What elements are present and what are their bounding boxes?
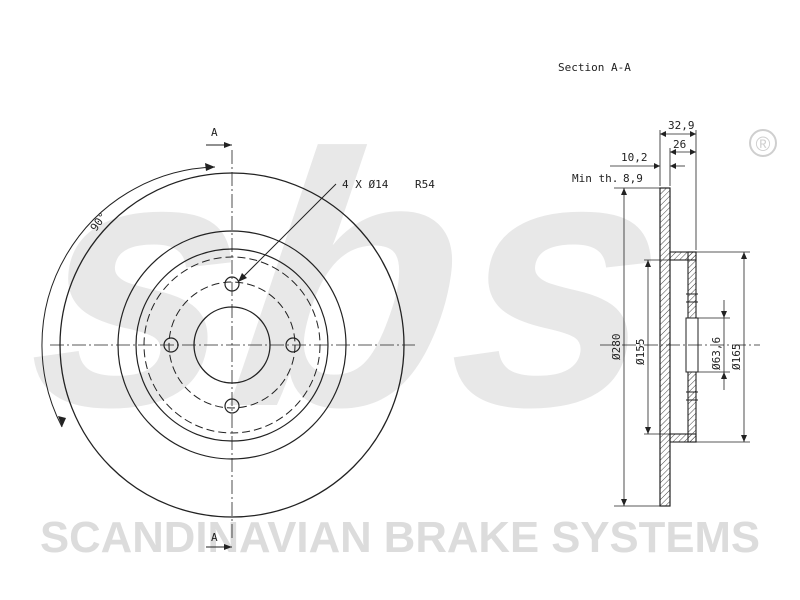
min-thickness-label: Min th.: [572, 172, 618, 185]
dim-outer-diameter: Ø280: [610, 187, 660, 507]
section-marker-top-label: A: [211, 126, 218, 139]
hat-outer-edge: [135, 248, 329, 442]
bolt-hole-bottom: [224, 398, 240, 414]
section-view: Section A-A 32,9: [558, 61, 760, 507]
section-profile: [659, 187, 699, 507]
front-view: A A 90° 4 X Ø14 R54: [41, 126, 435, 550]
dia-bore-label: Ø63,6: [710, 337, 723, 370]
min-thickness: Min th. 8,9: [572, 172, 643, 185]
bolt-hole-right: [285, 337, 301, 353]
section-marker-bottom: A: [206, 531, 232, 550]
disc-outer-edge: [59, 172, 405, 518]
dim-hat-height: 26: [669, 138, 696, 186]
section-marker-top: A: [206, 126, 232, 148]
dim-bore-diameter: Ø63,6: [698, 300, 730, 390]
dim-thickness: 10,2: [610, 151, 685, 169]
dim-flange-diameter: Ø165: [696, 251, 750, 443]
disc-inner-edge: [117, 230, 347, 460]
dim-thickness-label: 10,2: [621, 151, 648, 164]
dia-outer-label: Ø280: [610, 334, 623, 361]
dim-hat-height-label: 26: [673, 138, 686, 151]
dia-flange-label: Ø165: [730, 344, 743, 371]
pcd-label: R54: [415, 178, 435, 191]
registered-mark: ®: [749, 129, 777, 157]
registered-mark-symbol: ®: [756, 134, 771, 156]
section-marker-bottom-label: A: [211, 531, 218, 544]
hat-dashed-circle: [143, 256, 321, 434]
section-title: Section A-A: [558, 61, 631, 74]
dia-hat-label: Ø155: [634, 339, 647, 366]
dim-total-height: 32,9: [659, 119, 697, 250]
center-bore: [193, 306, 271, 384]
sbs-logo-text: sbs: [12, 79, 689, 482]
bolt-hole-left: [163, 337, 179, 353]
bolt-pattern-callout: 4 X Ø14 R54: [238, 178, 435, 282]
dim-hat-diameter: Ø155: [634, 259, 670, 435]
pcd-dashed-circle: [168, 281, 296, 409]
bolt-hole-top: [224, 276, 240, 292]
bolt-pattern-label: 4 X Ø14: [342, 178, 389, 191]
sbs-watermark: sbs ® SCANDINAVIAN BRAKE SYSTEMS: [12, 79, 777, 562]
tagline-text: SCANDINAVIAN BRAKE SYSTEMS: [40, 513, 760, 562]
braking-ring: [659, 187, 671, 507]
min-thickness-value: 8,9: [623, 172, 643, 185]
dim-total-height-label: 32,9: [668, 119, 695, 132]
